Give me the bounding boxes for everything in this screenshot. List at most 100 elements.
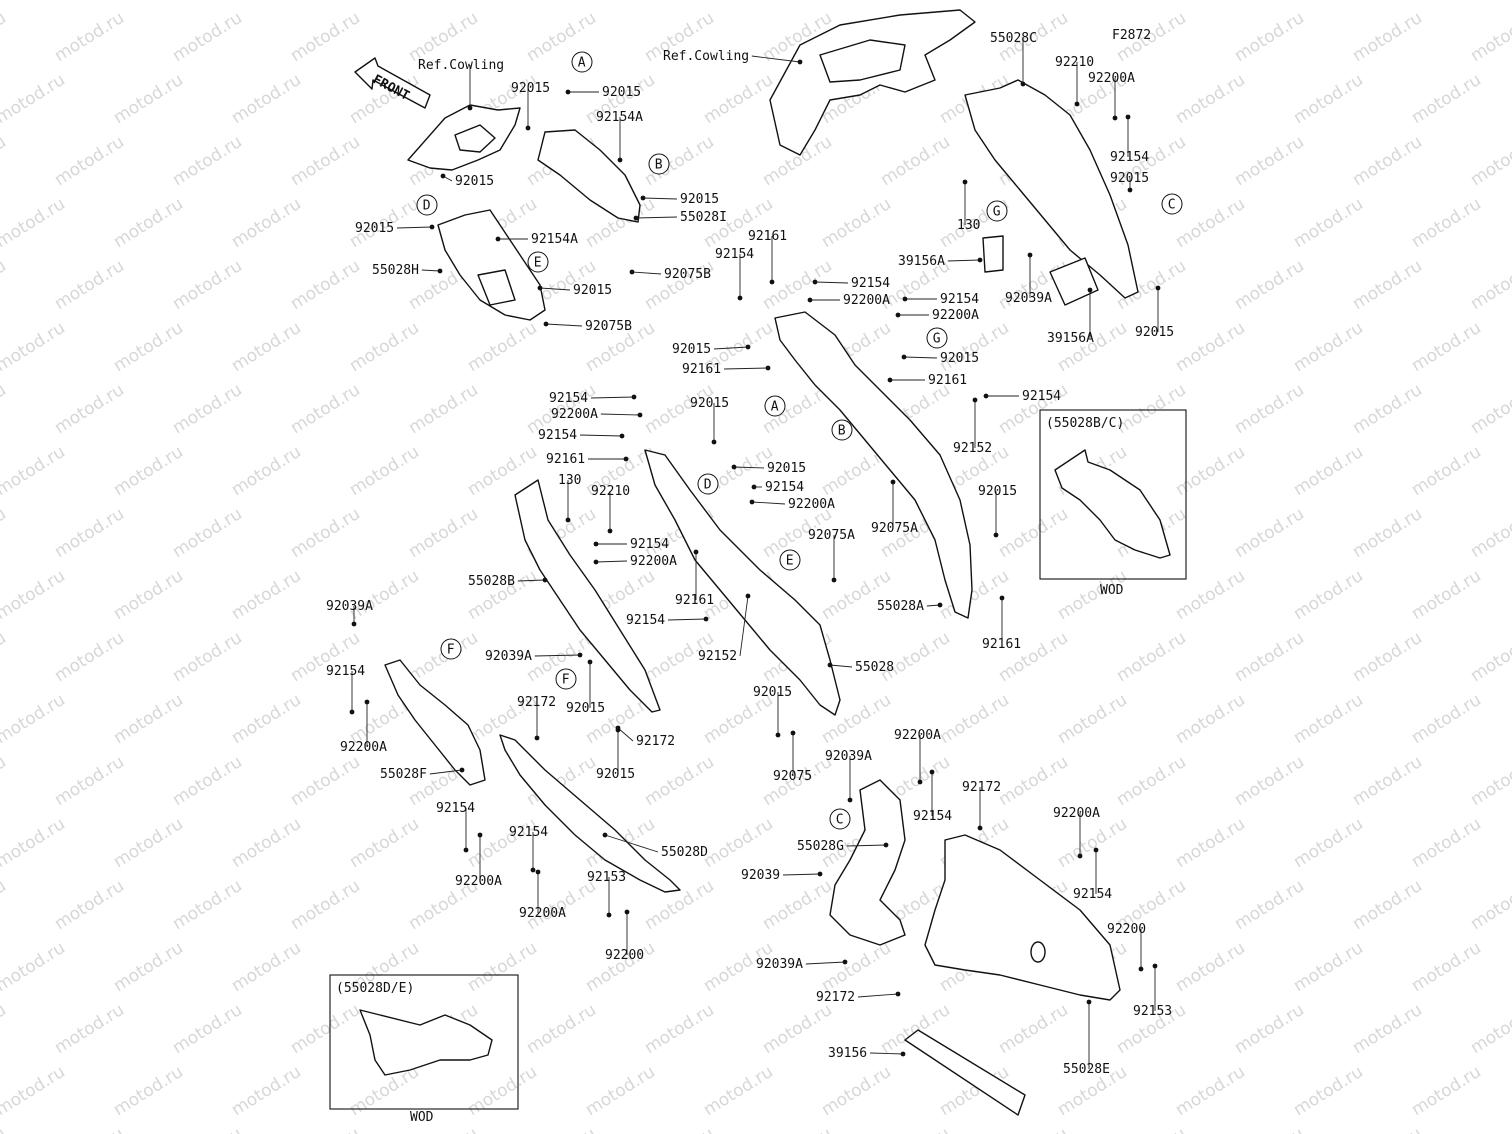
part-number-label: 92154A [596, 110, 643, 125]
part-number-label: 92015 [566, 701, 605, 716]
part-number-label: 92200A [455, 874, 502, 889]
watermark-text: motod.ru [995, 1000, 1072, 1058]
watermark-text: motod.ru [1349, 1000, 1426, 1058]
watermark-text: motod.ru [0, 194, 69, 252]
part-number-label: 92075A [808, 528, 855, 543]
fastener-dot [929, 769, 935, 775]
callout-letter: F [562, 673, 570, 688]
leader-line [723, 367, 769, 370]
watermark-text: motod.ru [0, 1062, 69, 1120]
part-number-label: 55028D [661, 845, 708, 860]
part-number-label: 39156A [1047, 331, 1094, 346]
watermark-text: motod.ru [169, 256, 246, 314]
watermark-text: motod.ru [1113, 380, 1190, 438]
fastener-dot [737, 295, 743, 301]
fastener-dot [1020, 81, 1026, 87]
watermark-text: motod.ru [1231, 132, 1308, 190]
callout-letter: A [771, 400, 779, 415]
watermark-text: motod.ru [110, 566, 187, 624]
watermark-text: motod.ru [1231, 628, 1308, 686]
watermark-text: motod.ru [169, 628, 246, 686]
callout-letter: D [423, 199, 431, 214]
watermark-text: motod.ru [1290, 318, 1367, 376]
fastener-dot [535, 869, 541, 875]
watermark-text: motod.ru [464, 318, 541, 376]
watermark-text: motod.ru [1290, 70, 1367, 128]
inset-55028bc-title: (55028B/C) [1046, 416, 1124, 431]
part-number-label: 55028 [855, 660, 894, 675]
part-number-label: 55028E [1063, 1062, 1110, 1077]
fastener-dot [1077, 853, 1083, 859]
watermark-text: motod.ru [1231, 1124, 1308, 1134]
callout-a-marker [571, 51, 593, 73]
watermark-text: motod.ru [51, 132, 128, 190]
watermark-text: motod.ru [346, 0, 423, 4]
watermark-text: motod.ru [582, 1062, 659, 1120]
watermark-text: motod.ru [995, 1124, 1072, 1134]
fastener-dot [606, 912, 612, 918]
part-number-label: 92154 [715, 247, 754, 262]
watermark-text: motod.ru [287, 8, 364, 66]
part-number-label: 92172 [816, 990, 855, 1005]
part-number-label: 92200 [1107, 922, 1146, 937]
watermark-text: motod.ru [582, 0, 659, 4]
part-number-label: 92200A [932, 308, 979, 323]
watermark-text: motod.ru [1172, 690, 1249, 748]
fastener-dot [937, 602, 943, 608]
fastener-dot [534, 735, 540, 741]
watermark-text: motod.ru [1349, 628, 1426, 686]
callout-letter: G [993, 205, 1001, 220]
front-arrow: FRONT [354, 57, 431, 109]
watermark-text: motod.ru [1172, 70, 1249, 128]
fastener-dot [895, 991, 901, 997]
callout-letter: C [836, 813, 844, 828]
part-number-label: 92200A [843, 293, 890, 308]
sticker-39156a-lower [1049, 257, 1099, 306]
fastener-dot [1087, 287, 1093, 293]
fastener-dot [983, 393, 989, 399]
watermark-text: motod.ru [0, 70, 69, 128]
callout-d-marker [416, 194, 438, 216]
watermark-text: motod.ru [1231, 876, 1308, 934]
watermark-text: motod.ru [0, 0, 69, 4]
fastener-dot [765, 365, 771, 371]
watermark-text: motod.ru [936, 318, 1013, 376]
callout-letter: C [1168, 198, 1176, 213]
fastener-dot [731, 464, 737, 470]
fastener-dot [977, 825, 983, 831]
watermark-text: motod.ru [51, 380, 128, 438]
watermark-text: motod.ru [1408, 938, 1485, 996]
watermark-text: motod.ru [1408, 1062, 1485, 1120]
watermark-text: motod.ru [1113, 1124, 1190, 1134]
watermark-text: motod.ru [1231, 504, 1308, 562]
watermark-text: motod.ru [51, 876, 128, 934]
watermark-text: motod.ru [0, 628, 10, 686]
watermark-text: motod.ru [700, 0, 777, 4]
callout-letter: A [578, 56, 586, 71]
watermark-text: motod.ru [700, 814, 777, 872]
watermark-text: motod.ru [700, 1062, 777, 1120]
watermark-text: motod.ru [110, 938, 187, 996]
part-number-label: 92075 [773, 769, 812, 784]
part-number-label: 92015 [602, 85, 641, 100]
fastener-dot [440, 173, 446, 179]
fastener-dot [637, 412, 643, 418]
part-number-label: 92161 [546, 452, 585, 467]
watermark-text: motod.ru [1408, 690, 1485, 748]
fastener-dot [797, 59, 803, 65]
watermark-text: motod.ru [1408, 566, 1485, 624]
watermark-text: motod.ru [641, 1000, 718, 1058]
watermark-text: motod.ru [346, 442, 423, 500]
watermark-text: motod.ru [228, 938, 305, 996]
fastener-dot [629, 269, 635, 275]
part-number-label: 92039A [485, 649, 532, 664]
watermark-text: motod.ru [1290, 814, 1367, 872]
watermark-text: motod.ru [464, 814, 541, 872]
watermark-text: motod.ru [1349, 504, 1426, 562]
fastener-dot [467, 105, 473, 111]
fastener-dot [565, 89, 571, 95]
part-number-label: 92015 [753, 685, 792, 700]
watermark-text: motod.ru [464, 938, 541, 996]
fastener-dot [1112, 115, 1118, 121]
